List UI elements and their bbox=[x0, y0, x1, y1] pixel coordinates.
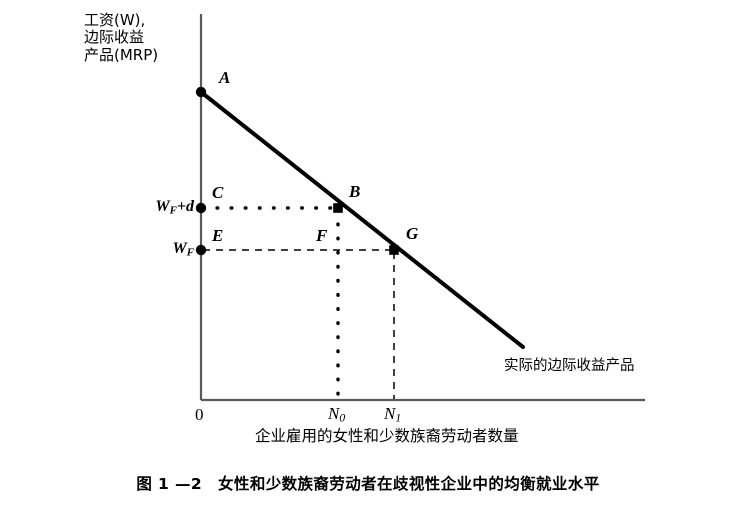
y-tick-label-wf-plus-d: WF+d bbox=[155, 198, 194, 217]
mrp-curve-label: 实际的边际收益产品 bbox=[504, 358, 635, 374]
point-marker-g bbox=[389, 245, 399, 255]
y-axis-title-line-1: 工资(W), bbox=[84, 11, 146, 29]
x-axis-title: 企业雇用的女性和少数族裔劳动者数量 bbox=[255, 427, 519, 445]
y-tick-sub-f-upper: F bbox=[169, 204, 177, 217]
point-label-a: A bbox=[219, 68, 231, 87]
y-axis-title-line-2: 边际收益 bbox=[84, 28, 145, 47]
point-marker-e bbox=[195, 244, 207, 256]
x-tick-sub-0: 0 bbox=[339, 411, 346, 425]
point-label-g: G bbox=[406, 224, 419, 243]
y-axis-title-line-3: 产品(MRP) bbox=[84, 45, 159, 64]
y-tick-sub-f-lower: F bbox=[186, 246, 194, 259]
y-tick-label-wf: WF bbox=[172, 240, 195, 259]
y-axis-title: 工资(W), 边际收益 产品(MRP) bbox=[84, 11, 194, 64]
figure-caption: 图 1 —2 女性和少数族裔劳动者在歧视性企业中的均衡就业水平 bbox=[136, 475, 600, 493]
point-label-b: B bbox=[349, 182, 361, 201]
point-marker-c bbox=[195, 202, 207, 214]
point-marker-a bbox=[195, 86, 207, 98]
point-label-c: C bbox=[212, 183, 224, 202]
point-label-e: E bbox=[212, 226, 224, 245]
x-tick-label-n0: N0 bbox=[328, 404, 346, 425]
x-tick-label-n1: N1 bbox=[384, 404, 402, 425]
point-marker-b bbox=[333, 203, 343, 213]
x-tick-sub-1: 1 bbox=[395, 411, 402, 425]
point-label-f: F bbox=[316, 226, 328, 245]
mrp-curve bbox=[199, 90, 525, 349]
y-tick-suffix-d: +d bbox=[176, 198, 194, 215]
x-tick-label-origin: 0 bbox=[195, 405, 204, 424]
